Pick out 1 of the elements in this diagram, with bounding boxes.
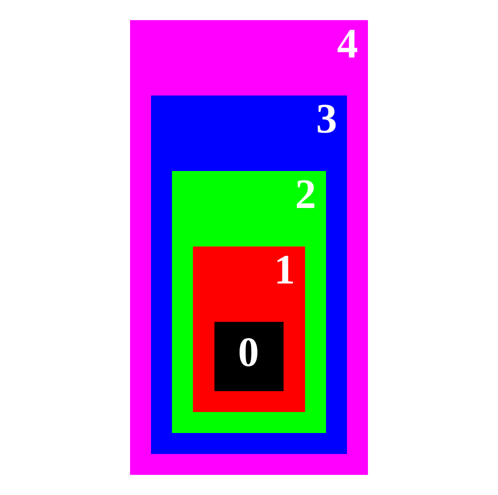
- node-box: 0: [214, 322, 284, 392]
